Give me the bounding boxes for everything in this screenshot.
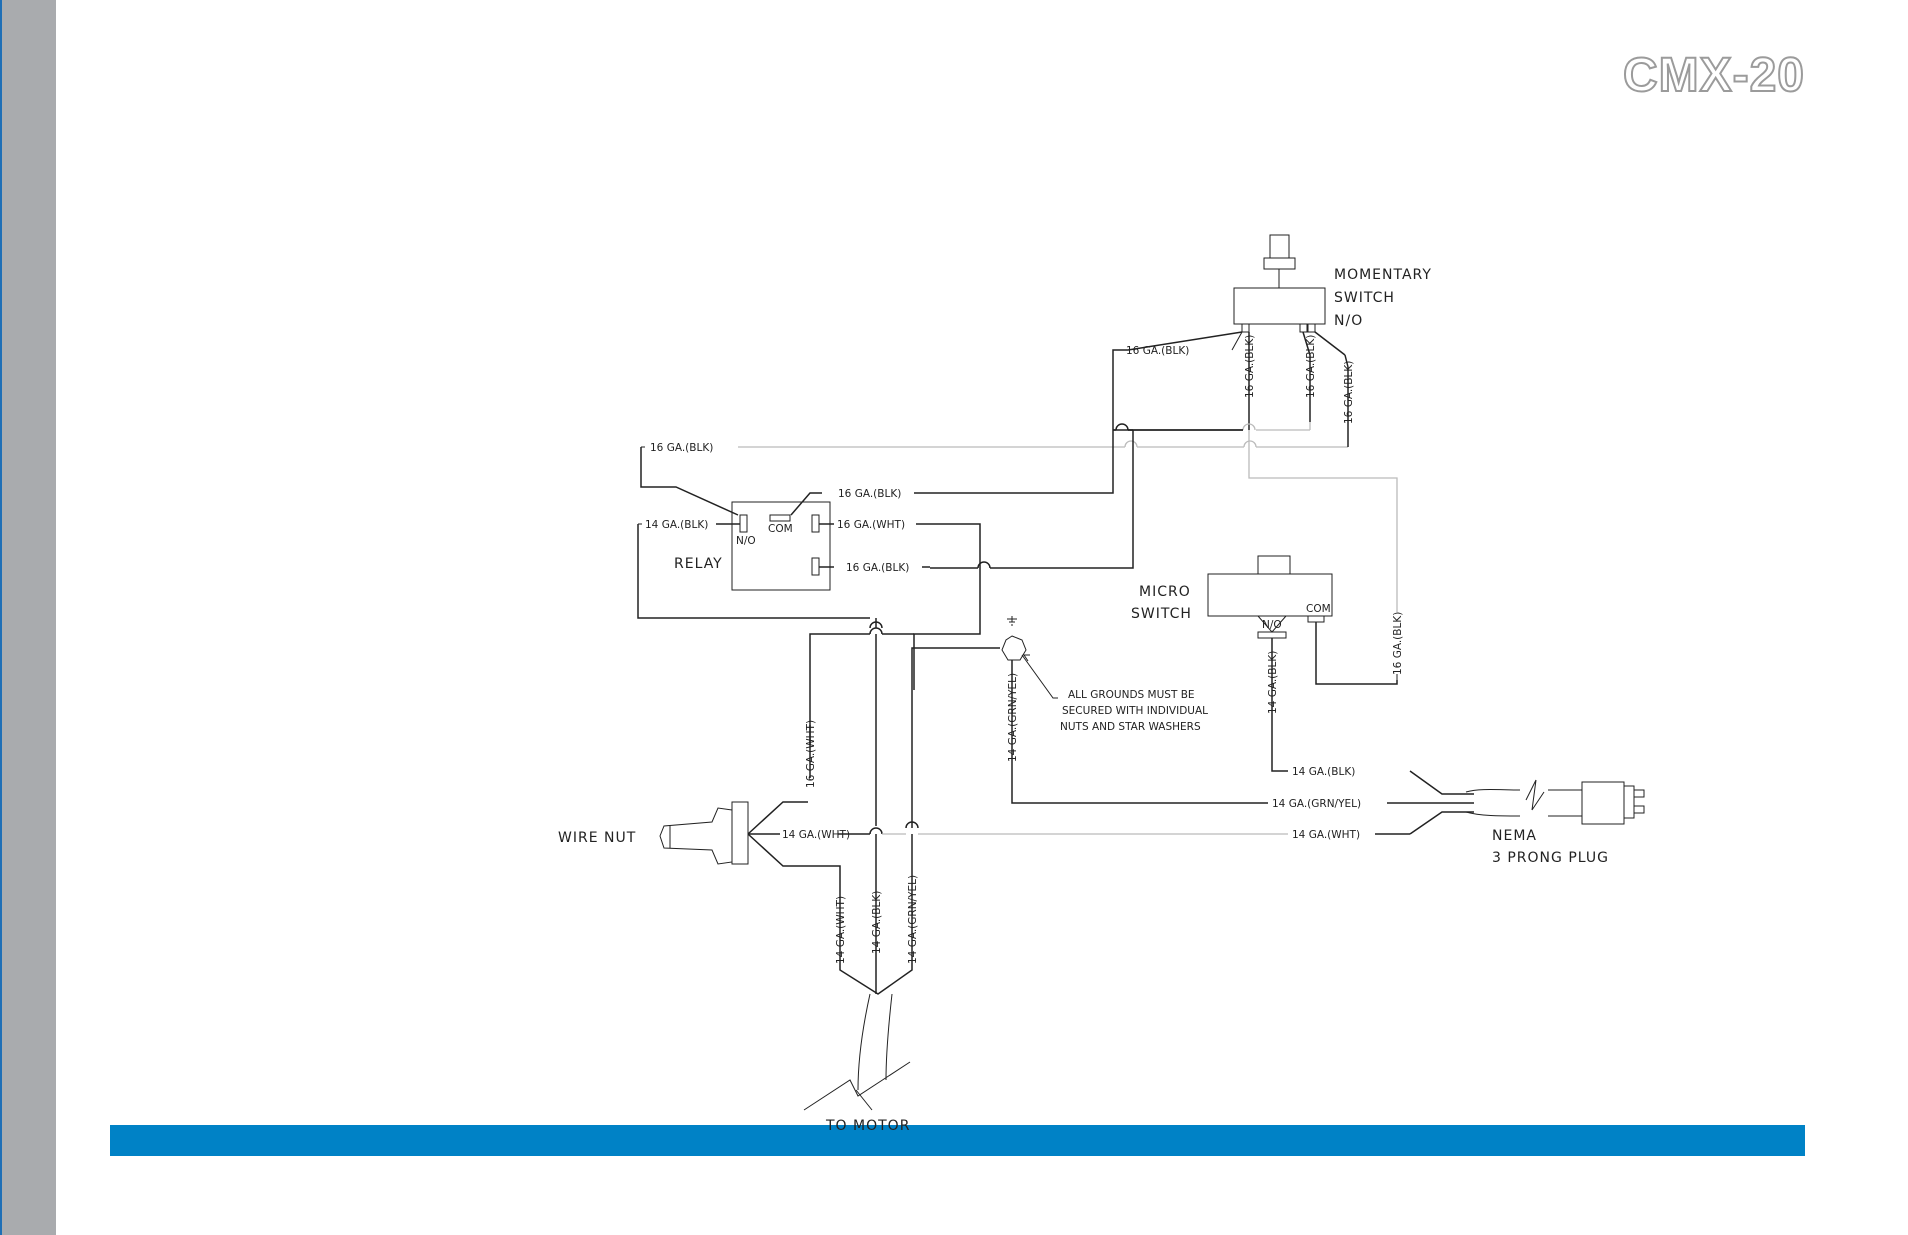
wire-label-16-blk: 16 GA.(BLK) — [1343, 361, 1355, 424]
momentary-switch-label-3: N/O — [1334, 313, 1363, 329]
wire-label-16-blk: 16 GA.(BLK) — [1244, 335, 1256, 398]
page-title: CMX-20 — [1622, 48, 1805, 103]
relay-com-label: COM — [768, 523, 793, 535]
ground-note-2: SECURED WITH INDIVIDUAL — [1062, 705, 1208, 717]
footer-bar — [110, 1125, 1805, 1156]
wire-label-16-wht: 16 GA.(WHT) — [837, 519, 905, 531]
wire-label-16-wht: 16 GA.(WHT) — [805, 720, 817, 788]
wire-label-14-grn-yel: 14 GA.(GRN/YEL) — [907, 875, 919, 964]
wire-label-14-blk: 14 GA.(BLK) — [871, 891, 883, 954]
momentary-switch — [1233, 234, 1326, 333]
momentary-switch-label-2: SWITCH — [1334, 290, 1395, 306]
micro-com-label: COM — [1306, 603, 1331, 615]
relay-no-label: N/O — [736, 535, 756, 547]
ground-note-1: ALL GROUNDS MUST BE — [1068, 689, 1195, 701]
wire-label-14-grn-yel: 14 GA.(GRN/YEL) — [1007, 673, 1019, 762]
wire-label-14-wht: 14 GA.(WHT) — [782, 829, 850, 841]
wire-nut — [659, 801, 749, 865]
ground-note-3: NUTS AND STAR WASHERS — [1060, 721, 1201, 733]
relay-label: RELAY — [674, 556, 723, 572]
ground-nut-icon — [1001, 635, 1027, 661]
relay — [731, 501, 831, 591]
left-sidebar — [0, 0, 56, 1235]
wire-label-16-blk: 16 GA.(BLK) — [1305, 335, 1317, 398]
wire-label-14-wht: 14 GA.(WHT) — [835, 896, 847, 964]
momentary-switch-label-1: MOMENTARY — [1334, 267, 1432, 283]
nema-plug — [1581, 781, 1645, 825]
wire-label-16-blk: 16 GA.(BLK) — [846, 562, 909, 574]
wire-label-14-grn-yel: 14 GA.(GRN/YEL) — [1272, 798, 1361, 810]
nema-label-2: 3 PRONG PLUG — [1492, 850, 1609, 866]
wire-label-16-blk: 16 GA.(BLK) — [650, 442, 713, 454]
micro-no-label: N/O — [1262, 619, 1282, 631]
wire-label-14-wht: 14 GA.(WHT) — [1292, 829, 1360, 841]
wire-label-14-blk: 14 GA.(BLK) — [645, 519, 708, 531]
micro-switch — [1207, 555, 1333, 639]
nema-label-1: NEMA — [1492, 828, 1537, 844]
wire-label-16-blk: 16 GA.(BLK) — [1392, 612, 1404, 675]
wire-label-14-blk: 14 GA.(BLK) — [1267, 651, 1279, 714]
wire-label-14-blk: 14 GA.(BLK) — [1292, 766, 1355, 778]
micro-switch-label-2: SWITCH — [1131, 606, 1192, 622]
wire-nut-label: WIRE NUT — [558, 830, 636, 846]
micro-switch-label-1: MICRO — [1139, 584, 1191, 600]
wire-label-16-blk: 16 GA.(BLK) — [838, 488, 901, 500]
ground-icon — [1007, 616, 1017, 626]
wire-label-16-blk: 16 GA.(BLK) — [1126, 345, 1189, 357]
to-motor-label: TO MOTOR — [825, 1118, 910, 1134]
